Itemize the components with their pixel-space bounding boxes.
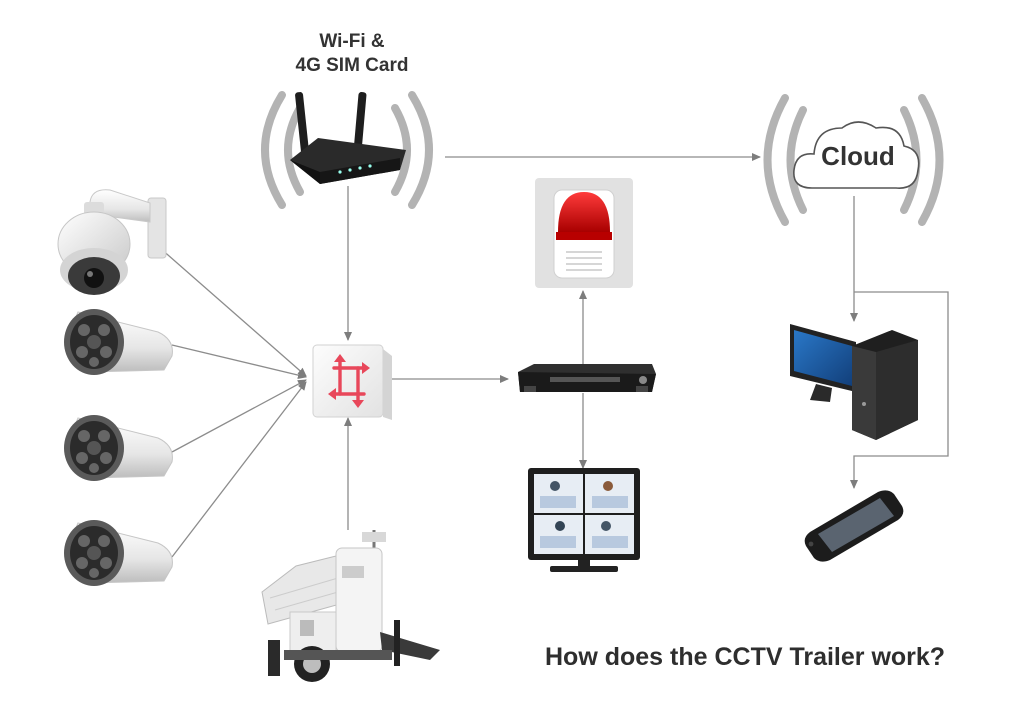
switch-hub-icon xyxy=(312,344,392,420)
smartphone-icon xyxy=(804,490,904,562)
cctv-trailer-icon xyxy=(261,530,440,682)
cloud-label: Cloud xyxy=(821,141,895,171)
router-label-line1: Wi-Fi & xyxy=(319,31,385,52)
signal-waves-icon xyxy=(261,91,433,209)
line-cam2-to-hub xyxy=(171,379,307,453)
bullet-camera-icon xyxy=(64,415,173,481)
alarm-siren-icon xyxy=(535,178,633,288)
line-ptz-to-hub xyxy=(159,247,307,377)
diagram-caption: How does the CCTV Trailer work? xyxy=(545,643,946,671)
line-cam3-to-hub xyxy=(171,381,307,558)
router-label: Wi-Fi & 4G SIM Card xyxy=(262,30,442,78)
line-cloud-to-phone xyxy=(850,291,949,489)
bullet-camera-icon xyxy=(64,309,173,375)
connection-lines xyxy=(159,153,949,558)
ptz-camera-icon xyxy=(57,189,167,295)
cloud-icon xyxy=(793,121,920,189)
desktop-computer-icon xyxy=(790,324,918,440)
router-label-line2: 4G SIM Card xyxy=(295,55,409,76)
monitor-icon xyxy=(528,468,640,572)
nvr-icon xyxy=(518,364,656,392)
bullet-camera-icon xyxy=(64,520,173,586)
router-icon xyxy=(290,92,406,184)
line-cam1-to-hub xyxy=(171,344,307,380)
